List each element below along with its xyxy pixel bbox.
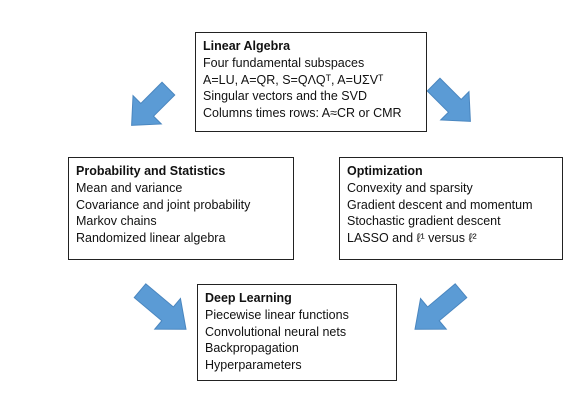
probability-statistics-title: Probability and Statistics — [76, 164, 226, 178]
optimization-box: Optimization Convexity and sparsity Grad… — [339, 157, 563, 260]
deep-learning-title: Deep Learning — [205, 291, 292, 305]
optimization-item: LASSO and ℓ¹ versus ℓ² — [347, 230, 477, 245]
arrow-la-to-opt — [426, 77, 471, 122]
optimization-item: Convexity and sparsity — [347, 181, 473, 195]
arrow-prob-to-dl — [133, 283, 187, 330]
optimization-item: Gradient descent and momentum — [347, 197, 533, 212]
deep-learning-box: Deep Learning Piecewise linear functions… — [197, 284, 397, 381]
linear-algebra-title: Linear Algebra — [203, 39, 291, 53]
deep-learning-item: Piecewise linear functions — [205, 308, 349, 322]
optimization-item: Stochastic gradient descent — [347, 214, 501, 228]
probability-statistics-item: Markov chains — [76, 214, 157, 228]
probability-statistics-item: Covariance and joint probability — [76, 197, 251, 212]
deep-learning-item: Convolutional neural nets — [205, 324, 347, 339]
probability-statistics-item: Randomized linear algebra — [76, 230, 226, 245]
deep-learning-item: Backpropagation — [205, 341, 299, 355]
linear-algebra-item: A=LU, A=QR, S=QΛQᵀ, A=UΣVᵀ — [203, 72, 384, 87]
deep-learning-item: Hyperparameters — [205, 357, 302, 372]
probability-statistics-item: Mean and variance — [76, 181, 183, 195]
linear-algebra-item: Columns times rows: A≈CR or CMR — [203, 105, 402, 120]
linear-algebra-item: Four fundamental subspaces — [203, 56, 365, 70]
linear-algebra-item: Singular vectors and the SVD — [203, 89, 367, 103]
linear-algebra-box: Linear Algebra Four fundamental subspace… — [195, 32, 427, 132]
optimization-title: Optimization — [347, 164, 423, 178]
arrow-la-to-prob — [131, 81, 176, 126]
arrow-opt-to-dl — [414, 283, 468, 330]
probability-statistics-box: Probability and Statistics Mean and vari… — [68, 157, 294, 260]
